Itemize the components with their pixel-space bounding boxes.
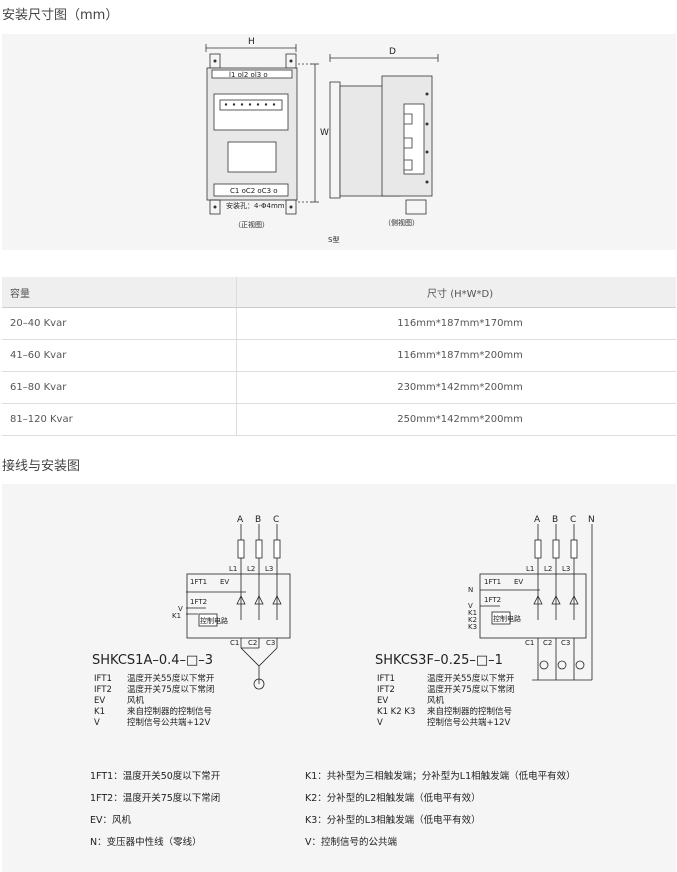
table-header: 容量	[2, 277, 237, 308]
cap-label: C3	[561, 639, 570, 647]
legend-code: EV	[377, 696, 388, 706]
terminal-labels: l1 ol2 ol3 o	[229, 71, 268, 79]
line-label: L2	[544, 565, 552, 573]
table-cell: 230mm*142mm*200mm	[236, 371, 676, 404]
control-circuit-label: 控制电路	[200, 616, 228, 625]
phase-label: B	[255, 515, 261, 525]
note-left: 1FT2：温度开关75度以下常闭	[90, 793, 221, 804]
dimension-drawing: H W l1 ol2 ol3 o C1 oC2 oC3 o 安装孔：4-Φ4mm…	[205, 37, 439, 244]
legend-code: K1	[94, 707, 105, 717]
note-right: K2：分补型的L2相触发端（低电平有效）	[305, 793, 481, 804]
section-title-dimensions: 安装尺寸图（mm）	[2, 8, 119, 23]
cap-label: C2	[248, 639, 257, 647]
control-circuit-label: 控制电路	[493, 614, 521, 623]
legend-code: K1 K2 K3	[377, 707, 415, 717]
phase-label: B	[552, 515, 558, 525]
line-label: L2	[247, 565, 255, 573]
note-right: K3：分补型的L3相触发端（低电平有效）	[305, 815, 481, 826]
legend-desc: 温度开关75度以下常闭	[127, 684, 214, 695]
legend-desc: 风机	[427, 695, 445, 706]
phase-label: A	[237, 515, 244, 525]
table-cell: 81–120 Kvar	[2, 403, 237, 436]
ev-label: EV	[514, 578, 523, 586]
legend-desc: 温度开关55度以下常开	[427, 673, 515, 684]
line-label: L3	[265, 565, 273, 573]
table-cell: 116mm*187mm*170mm	[236, 307, 676, 340]
wiring-diagrams: A B C L1 L2 L3 1FT1 EV 1FT2 V K1 控制电路 C1…	[92, 515, 595, 728]
cap-label: C1	[230, 639, 239, 647]
type-label: S型	[328, 235, 339, 244]
note-right: K1：共补型为三相触发端；分补型为L1相触发端（低电平有效）	[305, 771, 576, 782]
ev-label: EV	[220, 578, 229, 586]
left-wiring-labels: A B C L1 L2 L3 1FT1 EV 1FT2 V K1 控制电路 C1…	[172, 515, 279, 647]
legend-code: V	[377, 718, 383, 728]
input-label: V	[468, 602, 473, 610]
wiring-panel: A B C L1 L2 L3 1FT1 EV 1FT2 V K1 控制电路 C1…	[2, 484, 676, 872]
dim-d: D	[389, 47, 396, 57]
note-right: V：控制信号的公共端	[305, 837, 397, 848]
ift1-label: 1FT1	[484, 578, 501, 586]
section-title-wiring: 接线与安装图	[2, 459, 81, 474]
phase-label: C	[273, 515, 279, 525]
ift1-label: 1FT1	[190, 578, 207, 586]
note-left: EV：风机	[90, 815, 132, 826]
table-cell: 61–80 Kvar	[2, 371, 237, 404]
input-label: K1	[468, 609, 477, 617]
ift2-label: 1FT2	[190, 598, 207, 606]
phase-label: A	[534, 515, 541, 525]
dim-h: H	[248, 37, 255, 47]
table-cell: 250mm*142mm*200mm	[236, 403, 676, 436]
right-model-number: SHKCS3F–0.25–□–1	[375, 653, 503, 668]
input-label: N	[468, 586, 473, 594]
table-cell: 41–60 Kvar	[2, 339, 237, 372]
cap-label: C2	[543, 639, 552, 647]
legend-code: IFT1	[377, 674, 395, 684]
legend-desc: 控制信号公共端+12V	[427, 717, 510, 728]
legend-desc: 控制信号公共端+12V	[127, 717, 210, 728]
dimension-drawing-panel: H W l1 ol2 ol3 o C1 oC2 oC3 o 安装孔：4-Φ4mm…	[2, 34, 676, 250]
legend-desc: 温度开关75度以下常闭	[427, 684, 514, 695]
table-header-row: 容量 尺寸 (H*W*D)	[2, 277, 676, 308]
line-label: L3	[562, 565, 570, 573]
legend-code: V	[94, 718, 100, 728]
phase-label: C	[570, 515, 576, 525]
line-label: L1	[526, 565, 534, 573]
legend-desc: 温度开关55度以下常开	[127, 673, 215, 684]
cap-label: C3	[266, 639, 275, 647]
table-header: 尺寸 (H*W*D)	[236, 277, 676, 308]
input-label: K2	[468, 616, 477, 624]
line-label: L1	[229, 565, 237, 573]
legend-code: IFT2	[94, 685, 112, 695]
ift2-label: 1FT2	[484, 596, 501, 604]
cap-label: C1	[525, 639, 534, 647]
left-model-number: SHKCS1A–0.4–□–3	[92, 653, 213, 668]
hole-note: 安装孔：4-Φ4mm	[226, 201, 285, 210]
legend-code: IFT1	[94, 674, 112, 684]
k1-label: K1	[172, 612, 181, 620]
legend-desc: 来自控制器的控制信号	[127, 706, 212, 717]
cap-terminal-labels: C1 oC2 oC3 o	[230, 187, 278, 195]
front-view-caption: （正视图）	[234, 220, 269, 229]
note-left: N：变压器中性线（零线）	[90, 837, 202, 848]
legend-code: IFT2	[377, 685, 395, 695]
table-cell: 20–40 Kvar	[2, 307, 237, 340]
legend-code: EV	[94, 696, 105, 706]
input-label: K3	[468, 623, 477, 631]
v-label: V	[178, 605, 183, 613]
side-view-caption: （侧视图）	[384, 218, 419, 227]
legend-desc: 风机	[127, 695, 145, 706]
phase-label: N	[588, 515, 595, 525]
dim-w: W	[320, 128, 329, 138]
table-cell: 116mm*187mm*200mm	[236, 339, 676, 372]
note-left: 1FT1：温度开关50度以下常开	[90, 771, 221, 782]
legend-desc: 来自控制器的控制信号	[427, 706, 512, 717]
right-wiring-labels: A B C N L1 L2 L3 1FT1 EV 1FT2 N V K1 K2 …	[468, 515, 595, 647]
